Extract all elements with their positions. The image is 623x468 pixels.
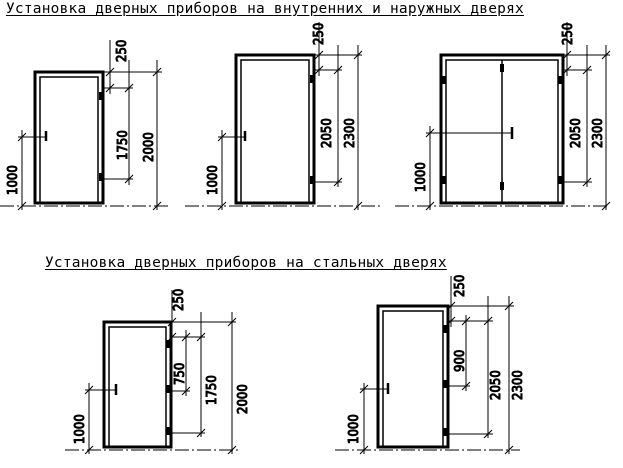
dim-1000: 1000 [347,414,362,444]
dim-2300: 2300 [591,118,606,148]
dim-2050: 2050 [489,370,504,400]
hinge-top [99,92,103,100]
door-frame [234,53,316,205]
hinge-top [310,75,314,83]
hinge-bottom [166,427,171,435]
door-leaf [108,326,167,448]
door-double-2300: 250 2050 2300 1000 [395,22,611,211]
door-single-2300: 250 2050 2300 1000 [185,22,380,211]
hinge-bottom [99,173,103,181]
dim-1750: 1750 [116,130,131,160]
hinge-bottom [310,176,314,184]
hinge-middle [443,380,448,388]
dim-1000: 1000 [73,414,88,444]
door-frame [376,304,450,449]
dim-2000: 2000 [142,132,157,162]
dim-2300: 2300 [511,370,526,400]
hinge-bottom [443,428,448,436]
dim-750: 750 [173,363,188,385]
door-leaf [382,310,444,448]
hinge-top [166,340,171,348]
dim-1000: 1000 [414,162,429,192]
dim-250: 250 [453,275,468,297]
dim-250: 250 [561,23,576,45]
door-steel-2300: 250 900 2050 2300 1000 [335,274,527,455]
door-steel-2000: 250 750 1750 2000 1000 [65,288,252,455]
door-single-2000: 250 1750 2000 1000 [0,39,170,211]
dim-1000: 1000 [6,165,21,195]
dim-1000: 1000 [206,165,221,195]
door-leaf [39,76,99,204]
latch-bottom [500,182,504,190]
dim-250: 250 [312,23,327,45]
hinge-left-top [441,76,446,84]
hinge-right-top [558,76,563,84]
dim-250: 250 [172,289,187,311]
dim-2050: 2050 [320,118,335,148]
dim-1750: 1750 [205,375,220,405]
dim-250: 250 [115,40,130,62]
door-frame [102,320,173,449]
door-leaf [240,59,310,204]
hinge-top [443,325,448,333]
hinge-left-bottom [441,176,446,184]
latch-top [500,64,504,72]
title-steel-doors: Установка дверных приборов на стальных д… [45,255,447,271]
dim-900: 900 [453,350,468,372]
hinge-right-bottom [558,176,563,184]
hinge-middle [166,385,171,393]
title-wooden-doors: Установка дверных приборов на внутренних… [6,1,524,17]
dim-2000: 2000 [236,384,251,414]
dim-2050: 2050 [569,118,584,148]
dim-2300: 2300 [343,118,358,148]
